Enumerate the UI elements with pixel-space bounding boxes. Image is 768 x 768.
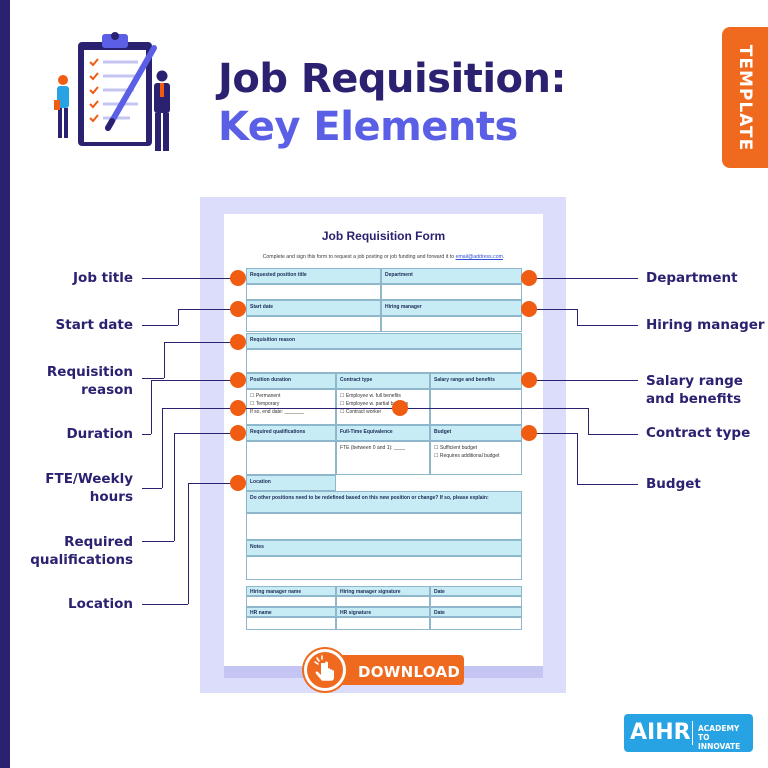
label-fte-weekly-hours: FTE/Weekly hours: [45, 471, 133, 505]
headline-line-1: Job Requisition:: [218, 56, 566, 102]
field-requisition-reason: Requisition reason: [246, 333, 522, 349]
dot-fte: [230, 400, 246, 416]
label-job-title: Job title: [73, 270, 133, 286]
download-label: DOWNLOAD: [358, 663, 461, 681]
input-redefine-explanation[interactable]: [246, 513, 522, 540]
label-contract-type: Contract type: [646, 425, 751, 441]
input-hr-name[interactable]: [246, 617, 336, 630]
dot-salary-range: [521, 372, 537, 388]
field-fte: Full-Time Equivalence: [336, 425, 430, 441]
duration-options: ☐ Permanent ☐ Temporary If so, end date:…: [246, 389, 336, 425]
field-required-qualifications: Required qualifications: [246, 425, 336, 441]
form-title: Job Requisition Form: [321, 229, 446, 243]
dot-start-date: [230, 301, 246, 317]
field-hiring-manager-signature: Hiring manager signature: [336, 586, 430, 596]
field-hr-signature: HR signature: [336, 607, 430, 617]
input-required-qualifications[interactable]: [246, 441, 336, 475]
field-requested-position-title: Requested position title: [246, 268, 381, 284]
dot-requisition-reason: [230, 334, 246, 350]
dot-duration: [230, 372, 246, 388]
field-hiring-manager: Hiring manager: [381, 300, 522, 316]
dot-contract-type: [392, 400, 408, 416]
download-button[interactable]: DOWNLOAD: [304, 649, 464, 691]
aihr-logo: AIHR ACADEMY TO INNOVATE HR: [624, 714, 753, 760]
field-hiring-manager-name: Hiring manager name: [246, 586, 336, 596]
input-requisition-reason[interactable]: [246, 349, 522, 373]
label-budget: Budget: [646, 476, 701, 492]
aihr-logo-mark: AIHR: [630, 720, 691, 745]
left-stripe: [0, 0, 10, 768]
aihr-logo-divider: [692, 721, 693, 745]
field-position-duration: Position duration: [246, 373, 336, 389]
option-contract-worker[interactable]: ☐ Contract worker: [340, 409, 382, 415]
contract-options: ☐ Employee w. full benefits ☐ Employee w…: [336, 389, 430, 425]
field-salary-range: Salary range and benefits: [430, 373, 522, 389]
input-notes[interactable]: [246, 556, 522, 580]
field-location: Location: [246, 475, 336, 491]
headline-line-2: Key Elements: [218, 104, 518, 150]
label-required-qualifications: Required qualifications: [30, 534, 133, 568]
headline: Job Requisition: Key Elements: [218, 55, 566, 151]
dot-budget: [521, 425, 537, 441]
aihr-logo-subtitle: ACADEMY TO INNOVATE HR: [698, 724, 753, 760]
field-hr-name: HR name: [246, 607, 336, 617]
input-hiring-manager-name[interactable]: [246, 596, 336, 607]
option-sufficient-budget[interactable]: ☐ Sufficient budget: [434, 445, 478, 451]
input-date-2[interactable]: [430, 617, 522, 630]
template-tag-label: TEMPLATE: [735, 44, 755, 151]
field-start-date: Start date: [246, 300, 381, 316]
field-contract-type: Contract type: [336, 373, 430, 389]
label-department: Department: [646, 270, 738, 286]
field-redefine-question: Do other positions need to be redefined …: [246, 491, 522, 513]
field-date-1: Date: [430, 586, 522, 596]
input-date-1[interactable]: [430, 596, 522, 607]
end-date-label: If so, end date:: [250, 409, 284, 415]
label-location: Location: [68, 596, 133, 612]
dot-required-qualifications: [230, 425, 246, 441]
label-hiring-manager: Hiring manager: [646, 317, 765, 333]
option-temporary[interactable]: ☐ Temporary: [250, 401, 280, 407]
dot-location: [230, 475, 246, 491]
label-duration: Duration: [66, 426, 133, 442]
input-start-date[interactable]: [246, 316, 381, 332]
field-notes: Notes: [246, 540, 522, 556]
input-hr-signature[interactable]: [336, 617, 430, 630]
download-icon-circle: [304, 649, 346, 691]
option-partial-benefits[interactable]: ☐ Employee w. partial benefits: [340, 401, 409, 407]
fte-label: FTE (between 0 and 1):: [340, 445, 393, 451]
option-full-benefits[interactable]: ☐ Employee w. full benefits: [340, 393, 401, 399]
form-intro: Complete and sign this form to request a…: [262, 254, 505, 260]
dot-department: [521, 270, 537, 286]
input-salary-range[interactable]: [430, 389, 522, 425]
label-start-date: Start date: [55, 317, 133, 333]
clipboard-illustration: [54, 32, 170, 151]
aihr-logo-line-1: ACADEMY TO: [698, 724, 740, 742]
input-hiring-manager-signature[interactable]: [336, 596, 430, 607]
dot-job-title: [230, 270, 246, 286]
click-hand-icon: [314, 655, 334, 681]
dot-hiring-manager: [521, 301, 537, 317]
label-salary-range: Salary range and benefits: [646, 373, 743, 407]
field-date-2: Date: [430, 607, 522, 617]
field-budget: Budget: [430, 425, 522, 441]
option-permanent[interactable]: ☐ Permanent: [250, 393, 281, 399]
aihr-logo-line-2: INNOVATE HR: [698, 742, 741, 760]
budget-options: ☐ Sufficient budget ☐ Requires additiona…: [430, 441, 522, 475]
label-requisition-reason: Requisition reason: [46, 364, 133, 398]
option-additional-budget[interactable]: ☐ Requires additional budget: [434, 453, 500, 459]
input-hiring-manager[interactable]: [381, 316, 522, 332]
fte-cell: FTE (between 0 and 1): ____: [336, 441, 430, 475]
form-intro-text: Complete and sign this form to request a…: [262, 254, 455, 260]
input-department[interactable]: [381, 284, 522, 300]
field-department: Department: [381, 268, 522, 284]
form-email-link[interactable]: email@address.com: [455, 254, 503, 260]
end-date-prompt: If so, end date: _______: [250, 409, 304, 415]
input-requested-position-title[interactable]: [246, 284, 381, 300]
template-tag: TEMPLATE: [722, 27, 768, 168]
fte-prompt: FTE (between 0 and 1): ____: [340, 445, 406, 451]
